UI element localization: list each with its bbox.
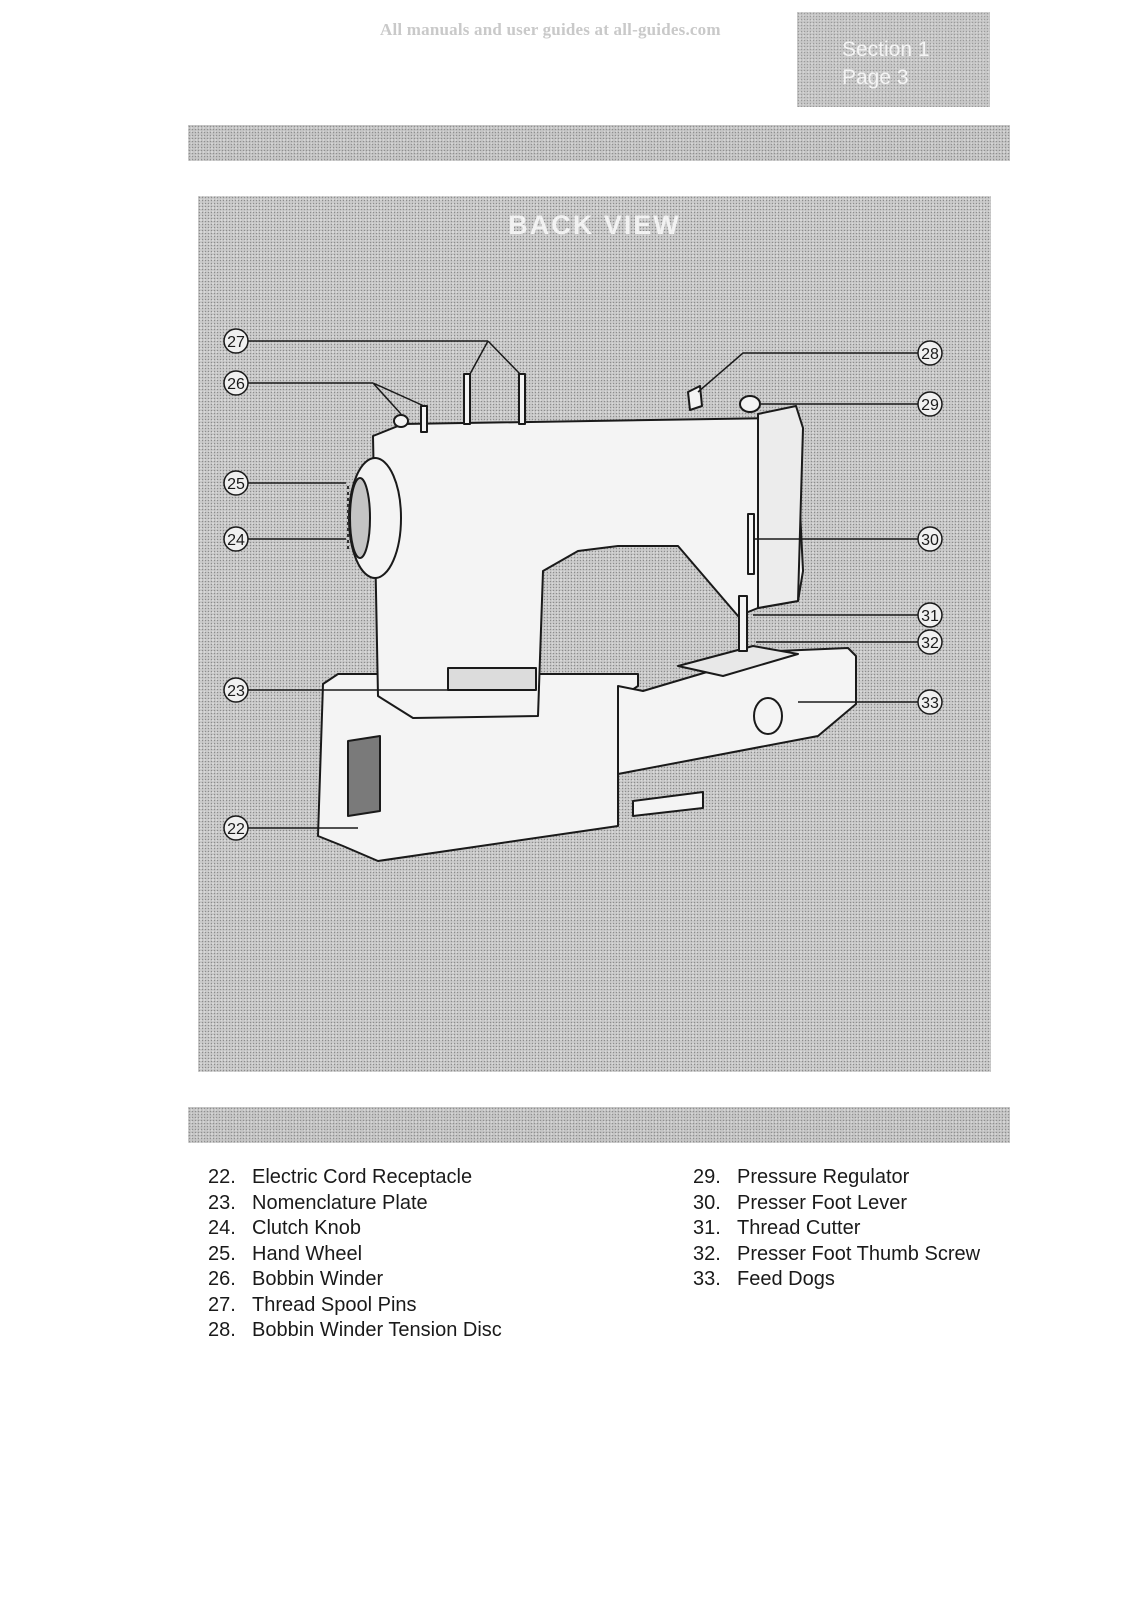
part-number: 22. [208, 1165, 252, 1191]
part-label: Feed Dogs [737, 1267, 835, 1293]
parts-list-left: 22.Electric Cord Receptacle 23.Nomenclat… [208, 1165, 502, 1344]
part-label: Bobbin Winder Tension Disc [252, 1318, 502, 1344]
part-label: Clutch Knob [252, 1216, 361, 1242]
callout-33: 33 [921, 695, 939, 712]
leader-26 [248, 383, 424, 414]
leader-27 [248, 341, 520, 374]
part-number: 28. [208, 1318, 252, 1344]
part-label: Nomenclature Plate [252, 1191, 428, 1217]
spool-pin-left [464, 374, 470, 424]
sewing-machine-illustration: 27 26 25 24 23 22 28 29 30 31 32 33 [198, 196, 991, 1072]
machine-front-knob [754, 698, 782, 734]
list-item: 30.Presser Foot Lever [693, 1191, 980, 1217]
part-label: Pressure Regulator [737, 1165, 909, 1191]
parts-list-right: 29.Pressure Regulator 30.Presser Foot Le… [693, 1165, 980, 1293]
part-number: 24. [208, 1216, 252, 1242]
section-label: Section 1 [842, 38, 930, 62]
list-item: 24.Clutch Knob [208, 1216, 502, 1242]
part-number: 33. [693, 1267, 737, 1293]
part-number: 23. [208, 1191, 252, 1217]
vent-grille [348, 736, 380, 816]
part-label: Electric Cord Receptacle [252, 1165, 472, 1191]
machine-face [758, 406, 803, 608]
knee-lever [633, 792, 703, 816]
presser-foot-lever-shape [748, 514, 754, 574]
list-item: 23.Nomenclature Plate [208, 1191, 502, 1217]
watermark-text: All manuals and user guides at all-guide… [380, 20, 721, 40]
section-page-box: Section 1 Page 3 [797, 12, 990, 107]
callout-28: 28 [921, 346, 939, 363]
list-item: 27.Thread Spool Pins [208, 1293, 502, 1319]
list-item: 33.Feed Dogs [693, 1267, 980, 1293]
list-item: 28.Bobbin Winder Tension Disc [208, 1318, 502, 1344]
page-label: Page 3 [842, 66, 909, 90]
spool-pin-right [519, 374, 525, 424]
part-label: Hand Wheel [252, 1242, 362, 1268]
callout-32: 32 [921, 635, 939, 652]
leader-28 [698, 353, 918, 392]
callout-27: 27 [227, 334, 245, 351]
list-item: 26.Bobbin Winder [208, 1267, 502, 1293]
callout-22: 22 [227, 821, 245, 838]
part-number: 26. [208, 1267, 252, 1293]
list-item: 29.Pressure Regulator [693, 1165, 980, 1191]
top-shaded-band [188, 125, 1010, 161]
part-label: Presser Foot Thumb Screw [737, 1242, 980, 1268]
callout-29: 29 [921, 397, 939, 414]
part-label: Thread Spool Pins [252, 1293, 417, 1319]
part-label: Bobbin Winder [252, 1267, 383, 1293]
list-item: 25.Hand Wheel [208, 1242, 502, 1268]
callout-24: 24 [227, 532, 245, 549]
part-number: 32. [693, 1242, 737, 1268]
pressure-regulator-knob [740, 396, 760, 412]
bottom-shaded-band [188, 1107, 1010, 1143]
part-number: 31. [693, 1216, 737, 1242]
bobbin-winder-spindle [421, 406, 427, 432]
part-label: Thread Cutter [737, 1216, 860, 1242]
hand-wheel-rim [350, 478, 370, 558]
list-item: 31.Thread Cutter [693, 1216, 980, 1242]
callout-26: 26 [227, 376, 245, 393]
needle-bar-shape [739, 596, 747, 651]
part-number: 30. [693, 1191, 737, 1217]
part-number: 25. [208, 1242, 252, 1268]
part-label: Presser Foot Lever [737, 1191, 907, 1217]
bobbin-winder-stopper [394, 415, 408, 427]
list-item: 22.Electric Cord Receptacle [208, 1165, 502, 1191]
callout-31: 31 [921, 608, 939, 625]
nomenclature-plate-shape [448, 668, 536, 690]
list-item: 32.Presser Foot Thumb Screw [693, 1242, 980, 1268]
part-number: 29. [693, 1165, 737, 1191]
part-number: 27. [208, 1293, 252, 1319]
back-view-figure: BACK VIEW [198, 196, 991, 1072]
callout-23: 23 [227, 683, 245, 700]
callout-25: 25 [227, 476, 245, 493]
callout-30: 30 [921, 532, 939, 549]
